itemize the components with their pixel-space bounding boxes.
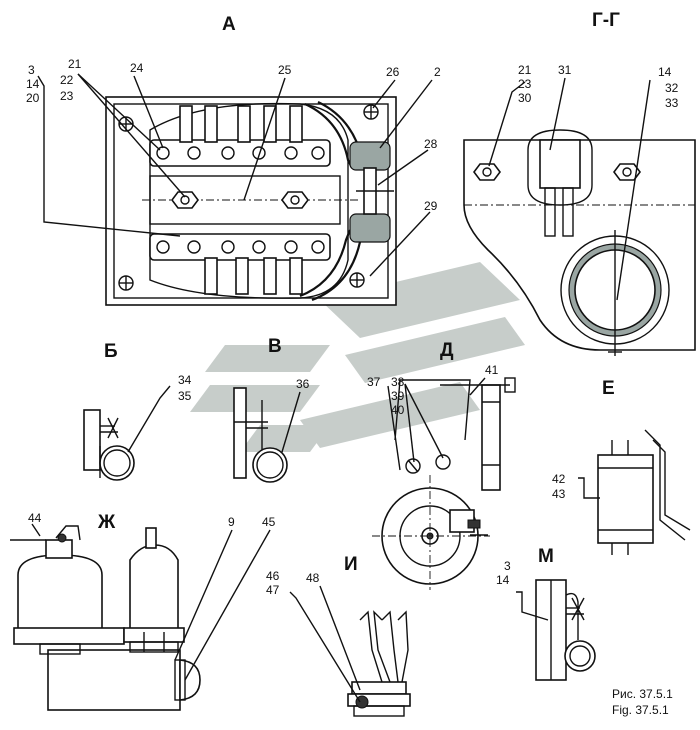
callout-28: 28 [424, 137, 438, 151]
view-gg-leaders [488, 77, 651, 301]
callout-9: 9 [228, 515, 235, 529]
callout-25: 25 [278, 63, 292, 77]
callout-47: 47 [266, 583, 280, 597]
callout-42: 42 [552, 472, 566, 486]
view-label-m: М [538, 546, 554, 567]
callout-m-14: 14 [496, 573, 510, 587]
callout-41: 41 [485, 363, 499, 377]
callout-2: 2 [434, 65, 441, 79]
callout-34: 34 [178, 373, 192, 387]
callout-gg-21: 21 [518, 63, 532, 77]
callout-24: 24 [130, 61, 144, 75]
callout-26: 26 [386, 65, 400, 79]
view-label-i: И [344, 554, 358, 575]
callout-45: 45 [262, 515, 276, 529]
callout-40: 40 [391, 403, 405, 417]
view-label-b: Б [104, 341, 118, 362]
callout-31: 31 [558, 63, 572, 77]
view-label-d: Д [440, 340, 454, 361]
callout-37: 37 [367, 375, 381, 389]
callout-23: 23 [60, 89, 74, 103]
view-label-v: В [268, 336, 282, 357]
view-m-clamp [516, 579, 596, 681]
callout-44: 44 [28, 511, 42, 525]
callout-m-3: 3 [504, 559, 511, 573]
view-e-bracket [578, 429, 691, 555]
view-v-clamp [233, 387, 301, 483]
callout-32: 32 [665, 81, 679, 95]
callout-35: 35 [178, 389, 192, 403]
callout-gg-23: 23 [518, 77, 532, 91]
view-label-zh: Ж [97, 512, 116, 533]
callout-20: 20 [26, 91, 40, 105]
view-i-connector [289, 585, 411, 717]
view-label-e: Е [602, 378, 615, 399]
view-gg-bracket [463, 129, 696, 356]
callout-39: 39 [391, 389, 405, 403]
callout-48: 48 [306, 571, 320, 585]
callout-22: 22 [60, 73, 74, 87]
callout-43: 43 [552, 487, 566, 501]
callout-gg-30: 30 [518, 91, 532, 105]
view-label-a: А [222, 14, 236, 35]
caption-en: Fig. 37.5.1 [612, 703, 669, 717]
callout-21: 21 [68, 57, 82, 71]
caption-ru: Рис. 37.5.1 [612, 687, 673, 701]
view-a-leaders [37, 73, 433, 277]
view-d-wheel [372, 377, 516, 590]
view-zh-assembly [10, 523, 271, 711]
view-label-gg: Г-Г [592, 10, 620, 31]
view-b-clamp [83, 385, 171, 481]
view-a-terminal-box [105, 96, 397, 306]
callout-gg-14: 14 [658, 65, 672, 79]
callout-46: 46 [266, 569, 280, 583]
callout-14: 14 [26, 77, 40, 91]
callout-29: 29 [424, 199, 438, 213]
callout-33: 33 [665, 96, 679, 110]
callout-36: 36 [296, 377, 310, 391]
callout-3: 3 [28, 63, 35, 77]
callout-38: 38 [391, 375, 405, 389]
